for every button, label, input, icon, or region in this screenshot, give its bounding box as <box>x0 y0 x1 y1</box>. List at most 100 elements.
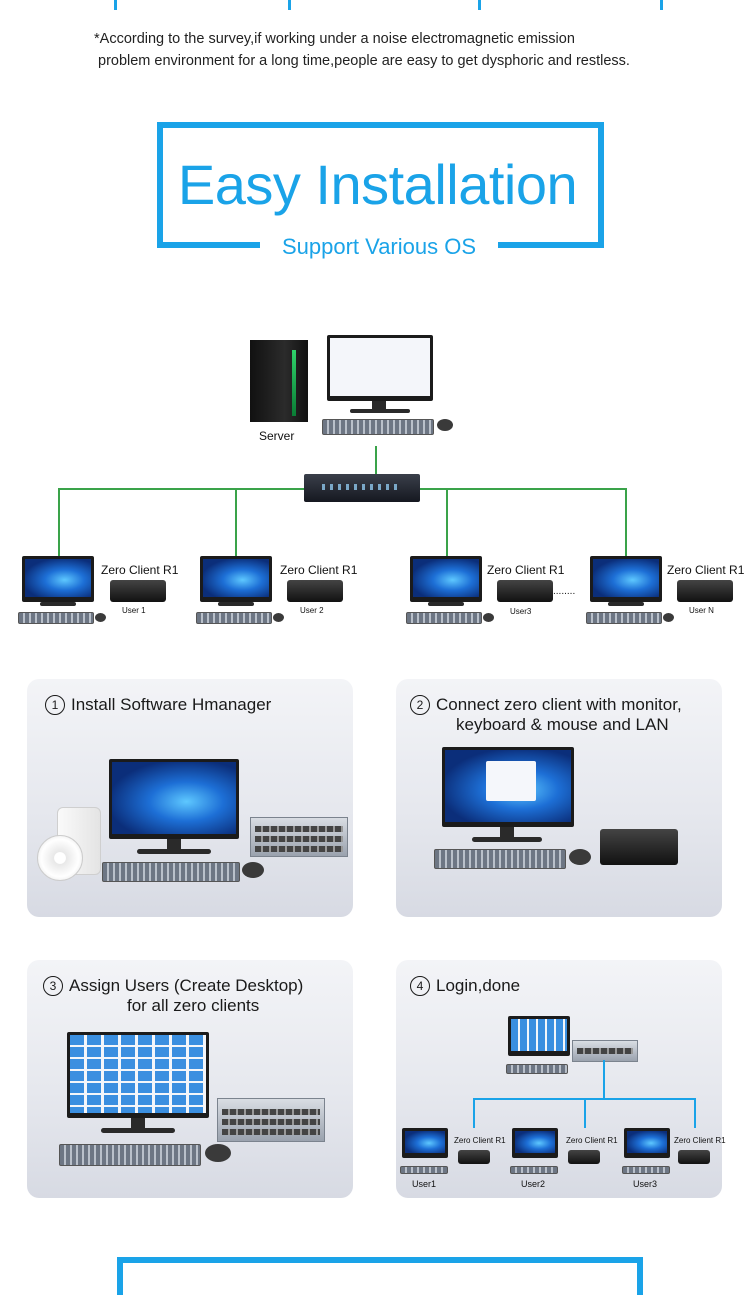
monitor-icon <box>109 759 239 839</box>
step-card-1: 1 Install Software Hmanager <box>27 679 353 917</box>
keyboard-icon <box>18 612 94 624</box>
zero-client-icon <box>110 580 166 602</box>
monitor-base <box>40 602 76 606</box>
step-title: 1 Install Software Hmanager <box>27 695 371 715</box>
mouse-icon <box>95 613 106 622</box>
page-title: Easy Installation <box>177 153 578 216</box>
client-label: Zero Client R1 <box>454 1136 506 1145</box>
keyboard-icon <box>196 612 272 624</box>
client-monitor-icon <box>22 556 94 602</box>
network-line <box>603 1060 605 1098</box>
user-label: User N <box>689 606 714 615</box>
client-monitor-icon <box>590 556 662 602</box>
mouse-icon <box>437 419 453 431</box>
network-line <box>625 488 627 556</box>
step-title-text: Connect zero client with monitor, <box>436 695 682 714</box>
keyboard-icon <box>434 849 566 869</box>
client-label: Zero Client R1 <box>280 563 358 577</box>
zero-client-icon <box>677 580 733 602</box>
step-card-2: 2 Connect zero client with monitor, keybo… <box>396 679 722 917</box>
step-title-text: Assign Users (Create Desktop) <box>69 976 304 995</box>
network-line <box>420 488 626 490</box>
monitor-base <box>218 602 254 606</box>
user-label: User3 <box>633 1179 658 1189</box>
monitor-icon <box>508 1016 570 1056</box>
heading-frame-bottom-left <box>157 242 260 248</box>
client-label: Zero Client R1 <box>566 1136 618 1145</box>
monitor-base <box>608 602 644 606</box>
mouse-icon <box>569 849 591 865</box>
step-title-line2: keyboard & mouse and LAN <box>456 715 669 734</box>
step-number: 4 <box>410 976 430 996</box>
network-line <box>473 1098 475 1128</box>
monitor-stand <box>372 401 386 409</box>
keyboard-icon <box>510 1166 558 1174</box>
network-line <box>446 488 448 556</box>
network-line <box>58 488 60 556</box>
zero-client-icon <box>600 829 678 865</box>
monitor-icon <box>67 1032 209 1118</box>
monitor-base <box>137 849 211 854</box>
keyboard-icon <box>102 862 240 882</box>
survey-note: *According to the survey,if working unde… <box>94 28 714 72</box>
step-number: 3 <box>43 976 63 996</box>
user-label: User2 <box>521 1179 546 1189</box>
client-monitor-icon <box>402 1128 448 1158</box>
zero-client-icon <box>287 580 343 602</box>
server-rack-icon <box>217 1098 325 1142</box>
frame-tick <box>114 0 117 10</box>
step-number: 2 <box>410 695 430 715</box>
user-label: User3 <box>510 607 532 616</box>
frame-tick <box>478 0 481 10</box>
client-monitor-icon <box>200 556 272 602</box>
zero-client-icon <box>497 580 553 602</box>
zero-client-icon <box>568 1150 600 1164</box>
survey-note-line1: *According to the survey,if working unde… <box>94 31 575 47</box>
mouse-icon <box>242 862 264 878</box>
monitor-stand <box>131 1118 145 1128</box>
page-subtitle: Support Various OS <box>281 234 477 259</box>
client-label: Zero Client R1 <box>487 563 565 577</box>
keyboard-icon <box>506 1064 568 1074</box>
monitor-base <box>350 409 410 413</box>
step-title-text: Login,done <box>436 976 521 995</box>
mouse-icon <box>205 1144 231 1162</box>
frame-tick <box>660 0 663 10</box>
server-label: Server <box>259 429 295 443</box>
disc-icon <box>37 835 83 881</box>
keyboard-icon <box>406 612 482 624</box>
network-line <box>694 1098 696 1128</box>
keyboard-icon <box>59 1144 201 1166</box>
step-title: 2 Connect zero client with monitor, keybo… <box>396 695 736 735</box>
user-label: User 2 <box>300 606 324 615</box>
keyboard-icon <box>586 612 662 624</box>
network-line <box>584 1098 586 1128</box>
mouse-icon <box>663 613 674 622</box>
monitor-stand <box>167 839 181 849</box>
frame-tick <box>288 0 291 10</box>
monitor-base <box>472 837 542 842</box>
client-label: Zero Client R1 <box>101 563 179 577</box>
monitor-stand <box>500 827 514 837</box>
network-line <box>58 488 304 490</box>
ellipsis: ........ <box>553 586 576 597</box>
server-rack-icon <box>572 1040 638 1062</box>
mouse-icon <box>483 613 494 622</box>
keyboard-icon <box>322 419 434 435</box>
user-label: User 1 <box>122 606 146 615</box>
step-title-text: Install Software Hmanager <box>71 695 272 714</box>
network-line <box>375 446 377 474</box>
network-line <box>235 488 237 556</box>
next-section-frame <box>117 1257 643 1295</box>
client-label: Zero Client R1 <box>674 1136 726 1145</box>
monitor-icon <box>442 747 574 827</box>
step-number: 1 <box>45 695 65 715</box>
client-label: Zero Client R1 <box>667 563 745 577</box>
zero-client-icon <box>458 1150 490 1164</box>
zero-client-icon <box>678 1150 710 1164</box>
keyboard-icon <box>622 1166 670 1174</box>
mouse-icon <box>273 613 284 622</box>
